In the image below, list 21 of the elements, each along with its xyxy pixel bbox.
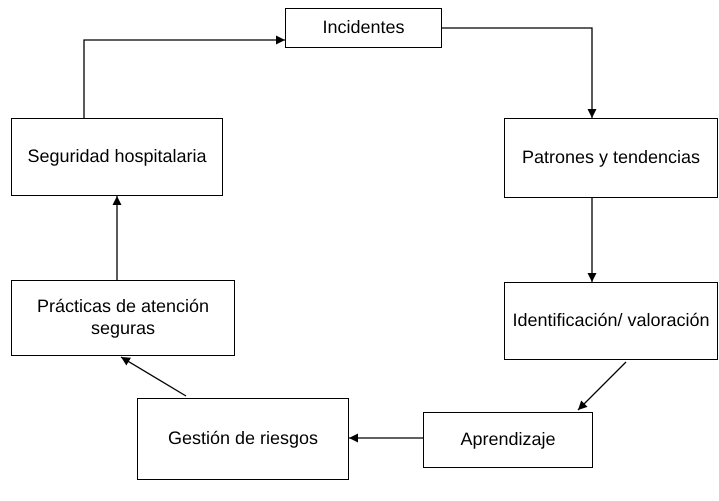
arrow bbox=[112, 196, 122, 280]
arrow bbox=[578, 362, 626, 410]
arrow bbox=[588, 198, 596, 282]
process-box bbox=[137, 398, 349, 480]
process-box bbox=[423, 412, 593, 468]
arrow bbox=[349, 434, 423, 442]
arrow bbox=[83, 36, 285, 118]
process-box bbox=[11, 280, 235, 356]
arrow bbox=[120, 356, 186, 397]
box-label: Aprendizaje bbox=[459, 429, 557, 451]
process-box bbox=[504, 118, 718, 198]
box-label: Prácticas de atención seguras bbox=[36, 296, 210, 340]
box-label: Identificación/ valoración bbox=[511, 310, 711, 332]
box-label: Incidentes bbox=[321, 17, 406, 39]
box-label: Gestión de riesgos bbox=[166, 428, 320, 450]
arrow bbox=[442, 27, 596, 118]
process-box bbox=[285, 8, 442, 48]
process-box bbox=[11, 118, 223, 196]
box-label: Seguridad hospitalaria bbox=[26, 146, 208, 168]
process-box bbox=[504, 282, 718, 360]
box-label: Patrones y tendencias bbox=[520, 147, 702, 169]
